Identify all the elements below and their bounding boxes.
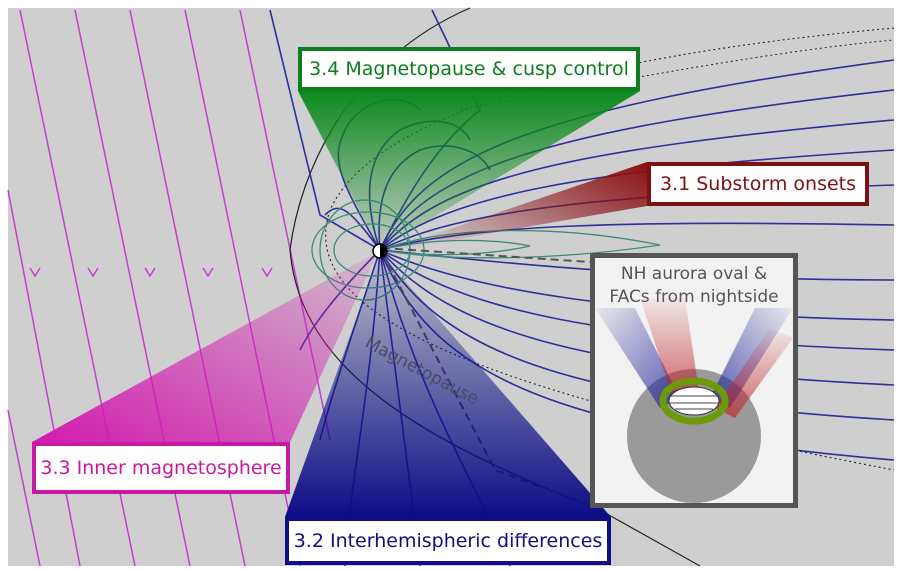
inner-magnetosphere-wedge (32, 252, 378, 442)
aurora-oval (659, 377, 729, 425)
inset-title-line-1: NH aurora oval & (620, 264, 768, 284)
magnetopause-cusp-wedge (298, 91, 640, 250)
inset-title: NH aurora oval & FACs from nightside (595, 263, 793, 309)
earth-icon (372, 243, 388, 259)
solar-wind-field-lines (7, 9, 331, 567)
fac-sheet-right-red (715, 328, 793, 418)
fac-sheet-center (640, 298, 700, 398)
aurora-oval-inset: NH aurora oval & FACs from nightside (590, 253, 798, 508)
inner-magnetosphere-label: 3.3 Inner magnetosphere (32, 442, 290, 494)
magnetopause-cusp-label: 3.4 Magnetopause & cusp control (298, 47, 640, 91)
interhemispheric-differences-label: 3.2 Interhemispheric differences (285, 517, 611, 565)
substorm-onsets-label: 3.1 Substorm onsets (647, 162, 869, 206)
inset-connector-top (381, 247, 591, 263)
aurora-oval-illustration (595, 298, 793, 503)
polar-cap (668, 386, 720, 416)
polar-cap-lines (670, 395, 718, 410)
fac-sheet-left (595, 308, 680, 408)
inset-title-line-2: FACs from nightside (609, 287, 779, 307)
substorm-wedge (382, 162, 647, 252)
interhemispheric-wedge (285, 252, 611, 517)
bow-shock-dotted (325, 27, 895, 471)
